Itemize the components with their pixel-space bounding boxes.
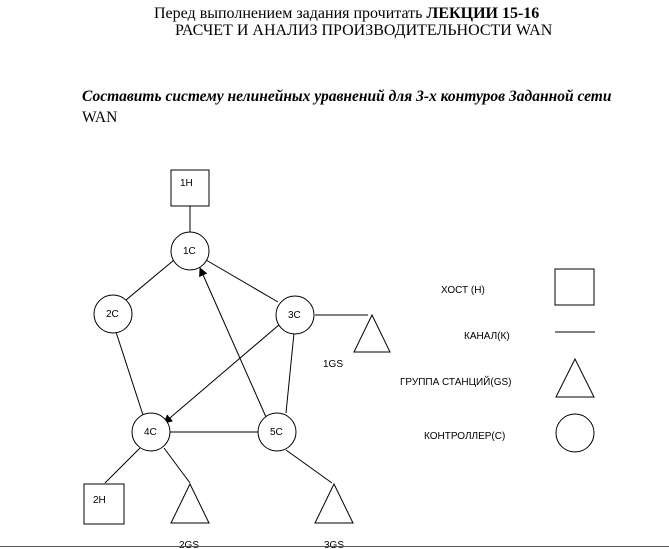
controller-5c-label: 5C (270, 427, 283, 438)
channel-1c-3c (205, 259, 279, 303)
channel-5c-3gs (285, 449, 333, 484)
page-bottom-rule (0, 546, 669, 547)
controller-1c (170, 231, 210, 271)
host-2h (83, 483, 125, 525)
header-prefix: Перед выполнением задания прочитать (154, 5, 427, 22)
controller-4c (131, 412, 171, 452)
host-1h (170, 169, 210, 207)
channel-3c-5c (285, 332, 295, 414)
controller-2c (93, 294, 133, 334)
header-line-1: Перед выполнением задания прочитать ЛЕКЦ… (154, 5, 539, 23)
controller-1c-label: 1C (183, 246, 196, 257)
channel-4c-2h (104, 447, 141, 484)
legend-circle-icon (555, 413, 595, 453)
channel-1c-2c (125, 259, 175, 301)
controller-4c-label: 4C (144, 427, 157, 438)
channel-3c-4c-directed (163, 323, 281, 424)
station-group-2gs (170, 482, 210, 524)
task-statement: Составить систему нелинейных уравнений д… (82, 86, 642, 128)
station-group-3gs-label: 3GS (324, 540, 344, 549)
header-lectures: ЛЕКЦИИ 15-16 (426, 5, 540, 22)
channel-2c-4c (115, 331, 144, 416)
task-suffix: WAN (82, 109, 118, 126)
station-group-2gs-label: 2GS (179, 540, 199, 549)
legend-square-icon (554, 268, 595, 306)
station-group-1gs-label: 1GS (323, 359, 343, 370)
legend-label-controller: КОНТРОЛЛЕР(С) (424, 431, 505, 442)
station-group-3gs (314, 482, 354, 524)
controller-3c (275, 295, 315, 335)
channel-4c-2gs (163, 447, 191, 484)
host-1h-label: 1H (180, 178, 193, 189)
controller-5c (257, 412, 297, 452)
task-text: Составить систему нелинейных уравнений д… (82, 88, 612, 105)
station-group-1gs (353, 313, 391, 353)
legend-triangle-icon (555, 357, 595, 398)
header-line-2: РАСЧЕТ И АНАЛИЗ ПРОИЗВОДИТЕЛЬНОСТИ WAN (175, 22, 553, 39)
channel-5c-1c-directed (199, 267, 267, 418)
host-2h-label: 2H (93, 495, 106, 506)
legend-label-station-group: ГРУППА СТАНЦИЙ(GS) (400, 375, 511, 388)
legend-label-channel: КАНАЛ(К) (464, 331, 510, 342)
legend-label-host: ХОСТ (Н) (441, 285, 485, 296)
controller-3c-label: 3C (288, 310, 301, 321)
controller-2c-label: 2C (106, 309, 119, 320)
